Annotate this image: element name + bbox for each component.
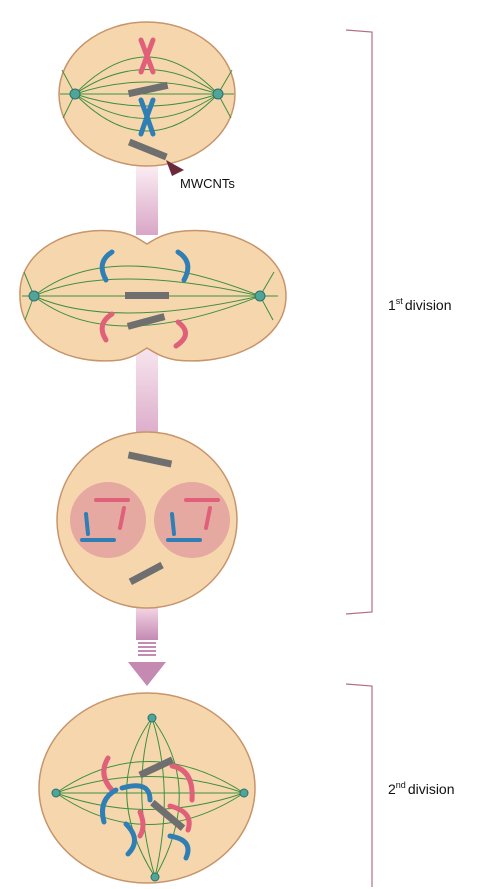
down-arrow-icon	[128, 608, 166, 686]
centrosome-icon	[29, 291, 39, 301]
second-division-ordinal: 2	[388, 781, 396, 797]
second-division-suffix: nd	[396, 780, 406, 790]
centrosome-icon	[52, 789, 60, 797]
mwcnts-label: MWCNTs	[180, 176, 235, 191]
centrosome-icon	[255, 291, 265, 301]
cell-metaphase-1	[59, 22, 235, 176]
nanotube-icon	[125, 292, 169, 299]
bracket-icon-first-division	[346, 30, 372, 614]
transition-bar-1	[136, 165, 158, 235]
centrosome-icon	[151, 873, 159, 881]
second-division-text: division	[408, 781, 455, 797]
centrosome-icon	[70, 89, 80, 99]
cell-metaphase-2	[39, 693, 255, 883]
nucleus-right	[154, 482, 230, 558]
first-division-text: division	[405, 297, 452, 313]
centrosome-icon	[213, 89, 223, 99]
first-division-ordinal: 1	[388, 297, 396, 313]
centrosome-icon	[148, 714, 156, 722]
first-division-suffix: st	[396, 296, 403, 306]
cell-telophase-1	[57, 432, 237, 608]
cell-anaphase-1	[20, 231, 286, 361]
centrosome-icon	[240, 789, 248, 797]
bracket-icon-second-division	[346, 684, 372, 887]
nucleus-left	[70, 482, 146, 558]
